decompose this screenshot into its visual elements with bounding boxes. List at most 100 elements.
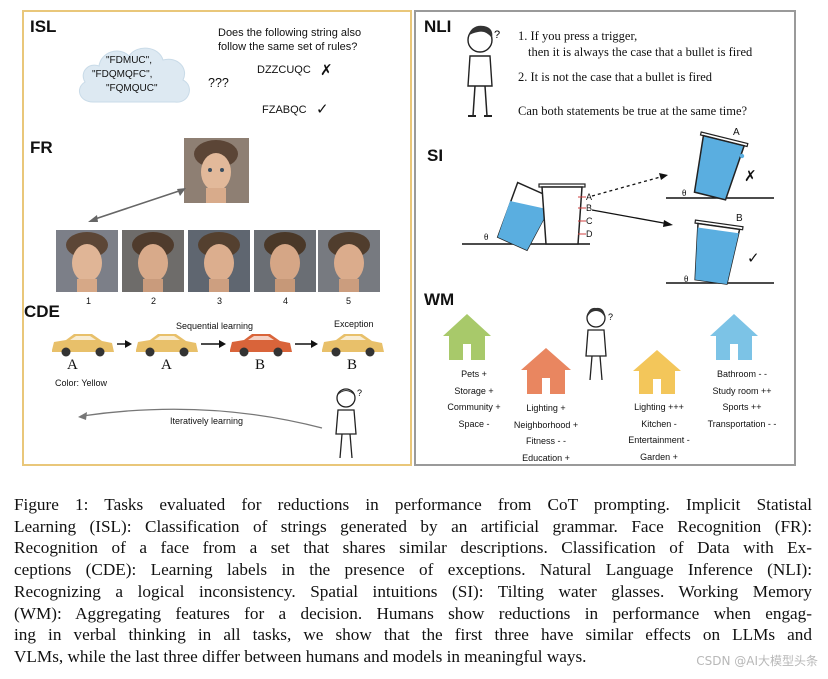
water-glass-diagram: θ θ θ	[462, 131, 774, 285]
match-arrow	[88, 188, 186, 222]
face-number-2: 2	[151, 296, 157, 306]
face-number-3: 3	[217, 296, 223, 306]
target-face-image	[184, 138, 249, 203]
house2-feature: Neighborhood +	[513, 419, 579, 430]
house4-feature: Transportation - -	[707, 418, 777, 429]
face-image-3[interactable]	[188, 230, 250, 292]
house3-feature: Entertainment -	[628, 435, 690, 445]
house2-feature: Lighting +	[526, 403, 566, 413]
caption-line: ing in verbal thinking in all tasks, we …	[14, 625, 812, 645]
face-image-2[interactable]	[122, 230, 184, 292]
isl-example-bad: DZZCUQC	[257, 64, 311, 76]
cross-mark-icon: ✗	[320, 62, 333, 79]
house4-feature: Bathroom - -	[716, 369, 767, 379]
face-image-5[interactable]	[318, 230, 380, 292]
house1-feature: Community +	[447, 402, 501, 412]
watermark: CSDN @AI大模型头条	[696, 654, 818, 668]
caption-line: Recognition of a face from a set that sh…	[14, 538, 812, 558]
svg-text:θ: θ	[684, 274, 688, 284]
cloud-string-3: "FQMQUC"	[106, 83, 158, 94]
isl-question-line2: follow the same set of rules?	[218, 41, 358, 53]
nli-statement1-line2: then it is always the case that a bullet…	[528, 45, 753, 59]
scale-label-b: B	[586, 203, 593, 213]
nli-statement1-line1: 1. If you press a trigger,	[518, 29, 638, 43]
house1-feature: Pets +	[461, 369, 487, 379]
person-cde-icon: ?	[335, 388, 362, 459]
fr-tag: FR	[30, 138, 53, 157]
wm-tag: WM	[424, 290, 455, 309]
nli-statement2: 2. It is not the case that a bullet is f…	[518, 70, 713, 84]
svg-text:?: ?	[357, 388, 362, 398]
caption-line: ceptions (CDE): Learning labels in the p…	[14, 560, 812, 580]
car-label-1: A	[67, 357, 78, 373]
isl-tag: ISL	[30, 17, 57, 36]
result-a-cross-icon: ✗	[744, 168, 757, 185]
color-label: Color: Yellow	[55, 378, 108, 388]
face-image-4[interactable]	[254, 230, 316, 292]
figure-caption: Figure 1: Tasks evaluated for reductions…	[14, 494, 812, 668]
right-panel	[414, 10, 796, 466]
house1-feature: Space -	[458, 418, 490, 429]
car-label-3: B	[255, 357, 266, 373]
car-icon-2	[136, 334, 198, 357]
face-number-1: 1	[86, 296, 92, 306]
cloud-string-1: "FDMUC",	[106, 55, 152, 66]
question-marks: ???	[208, 76, 229, 90]
scale-label-d: D	[586, 229, 593, 239]
iterative-learning-label: Iteratively learning	[170, 416, 244, 426]
house2-feature: Education +	[522, 452, 570, 463]
cloud-shape	[78, 47, 190, 103]
face-image-1[interactable]	[56, 230, 118, 292]
person-nli-icon: ?	[467, 25, 500, 117]
house3-feature: Garden +	[640, 451, 678, 462]
nli-tag: NLI	[424, 17, 452, 36]
sequence-arrow-3	[295, 340, 318, 348]
caption-line: (WM): Aggregating features for a decisio…	[14, 603, 812, 623]
caption-line: Recognizing a logical inconsistency. Spa…	[14, 581, 812, 601]
house1-features: Pets + Storage + Community + Space -	[434, 366, 514, 432]
car-icon-4	[322, 334, 384, 357]
house-icon-3	[633, 350, 681, 394]
svg-text:θ: θ	[682, 188, 686, 198]
car-icon-3	[230, 334, 292, 357]
house4-feature: Study room ++	[712, 385, 772, 396]
svg-text:?: ?	[608, 312, 613, 322]
house-icon-4	[710, 314, 758, 360]
face-number-4: 4	[283, 296, 289, 306]
scale-label-c: C	[586, 216, 593, 226]
nli-question: Can both statements be true at the same …	[518, 104, 748, 118]
cloud-string-2: "FDQMQFC",	[92, 69, 153, 80]
caption-line: Figure 1: Tasks evaluated for reductions…	[14, 495, 812, 514]
sequence-arrow-1	[117, 340, 132, 348]
sequence-arrow-2	[201, 340, 226, 348]
person-wm-icon: ?	[585, 307, 613, 381]
isl-example-good: FZABQC	[262, 104, 307, 116]
caption-line: VLMs, while the last three differ betwee…	[14, 646, 587, 666]
sequential-learning-label: Sequential learning	[176, 321, 254, 331]
house3-feature: Kitchen -	[641, 418, 677, 429]
scale-label-a: A	[586, 192, 593, 202]
house2-feature: Fitness - -	[525, 436, 566, 446]
caption-line: Learning (ISL): Classification of string…	[14, 516, 812, 536]
check-mark-icon: ✓	[316, 101, 329, 118]
house-icon-1	[443, 314, 491, 360]
exception-label: Exception	[334, 319, 374, 329]
cde-tag: CDE	[24, 302, 60, 321]
house3-features: Lighting +++ Kitchen - Entertainment - G…	[616, 399, 702, 465]
house3-feature: Lighting +++	[634, 402, 684, 412]
house4-feature: Sports ++	[722, 402, 762, 412]
face-number-5: 5	[346, 296, 352, 306]
car-label-2: A	[161, 357, 172, 373]
iterative-arrow	[78, 408, 323, 429]
car-icon-1	[52, 334, 114, 357]
house1-feature: Storage +	[454, 385, 494, 396]
house2-features: Lighting + Neighborhood + Fitness - - Ed…	[503, 400, 589, 466]
result-b-label: B	[736, 213, 743, 224]
house4-features: Bathroom - - Study room ++ Sports ++ Tra…	[694, 366, 790, 432]
result-a-label: A	[733, 127, 740, 138]
house-icon-2	[521, 348, 571, 394]
result-b-check-icon: ✓	[747, 250, 760, 267]
isl-question-line1: Does the following string also	[218, 27, 362, 39]
svg-text:?: ?	[494, 29, 500, 41]
